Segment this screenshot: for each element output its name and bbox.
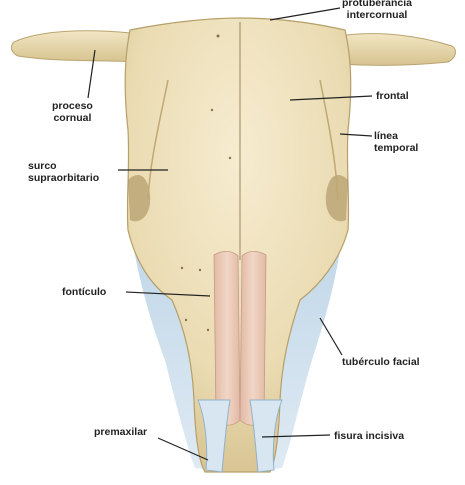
label-temporal-line2: temporal	[374, 142, 418, 154]
label-frontal: frontal	[376, 90, 409, 102]
label-proceso-cornual: proceso cornual	[52, 100, 93, 124]
label-supraorbitario-line2: supraorbitario	[28, 172, 99, 184]
label-tuberculo-facial: tubérculo facial	[342, 356, 420, 368]
label-premaxilar: premaxilar	[94, 426, 147, 438]
label-protuberancia-line2: intercornual	[342, 9, 412, 21]
label-protuberancia-intercornual: protuberancia intercornual	[342, 0, 412, 21]
label-surco-supraorbitario: surco supraorbitario	[28, 160, 99, 184]
label-surco-line1: surco	[28, 160, 99, 172]
label-cornual-line2: cornual	[52, 112, 93, 124]
leader-tuberculo-facial	[320, 318, 342, 355]
label-fonticulo: fontículo	[62, 286, 106, 298]
right-horn	[338, 34, 455, 66]
label-proceso-line1: proceso	[52, 100, 93, 112]
label-fisura-incisiva: fisura incisiva	[334, 430, 404, 442]
label-protuberancia-line1: protuberancia	[342, 0, 412, 9]
left-horn	[11, 31, 142, 62]
label-linea-temporal: línea temporal	[374, 130, 418, 154]
label-linea-line1: línea	[374, 130, 418, 142]
leader-protuberancia	[270, 8, 340, 20]
